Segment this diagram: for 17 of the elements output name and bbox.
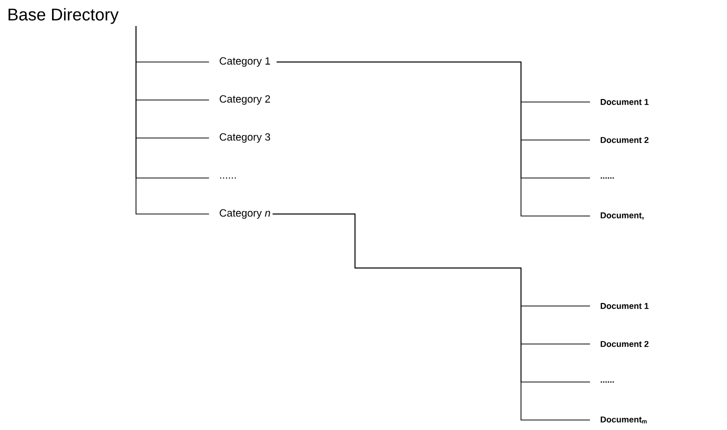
document-label: Document$_{m}$ bbox=[600, 416, 647, 424]
connector-line bbox=[136, 26, 210, 214]
category-label: Category 2 bbox=[220, 95, 270, 105]
heading-text: Base Directory bbox=[8, 8, 119, 24]
document-label: Document, bbox=[600, 212, 644, 220]
ellipsis-label: ...... bbox=[220, 177, 236, 179]
category-label: Category n bbox=[220, 209, 270, 219]
document-label: Document 2 bbox=[600, 137, 648, 143]
document-label: Document 1 bbox=[600, 303, 649, 309]
category-label: Category 1 bbox=[220, 57, 270, 67]
category-label: Category 3 bbox=[220, 133, 270, 143]
ellipsis-label: ...... bbox=[600, 177, 614, 179]
ellipsis-label: ...... bbox=[600, 381, 614, 383]
document-label: Document 1 bbox=[600, 99, 649, 105]
connector-line bbox=[272, 214, 590, 420]
document-label: Document 2 bbox=[600, 341, 648, 347]
connector-line bbox=[276, 62, 590, 216]
